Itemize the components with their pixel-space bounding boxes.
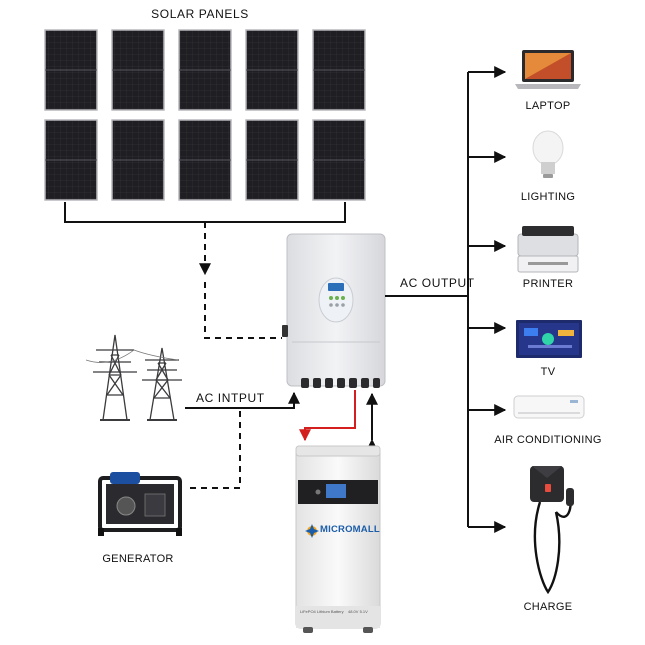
ac-input-line xyxy=(185,391,300,409)
generator-line xyxy=(190,410,241,489)
power-tower-icon xyxy=(93,334,137,421)
tv-icon xyxy=(516,320,582,358)
output-label-charge: CHARGE xyxy=(523,601,573,613)
battery-panel-text: LiFePO4 Lithium Battery xyxy=(300,609,344,614)
ac-output-label: AC OUTPUT xyxy=(400,276,475,290)
output-label-air-conditioning: AIR CONDITIONING xyxy=(494,434,602,446)
generator-icon xyxy=(98,472,182,536)
battery-brand-label: MICROMALL xyxy=(320,524,380,535)
solar-to-inverter-line-2 xyxy=(204,282,282,339)
hybrid-inverter xyxy=(282,233,386,388)
battery-dc-line xyxy=(299,390,356,442)
output-label-tv: TV xyxy=(540,366,556,378)
solar-panel xyxy=(111,29,165,111)
output-label-lighting: LIGHTING xyxy=(520,191,576,203)
generator-label: GENERATOR xyxy=(102,553,174,565)
output-label-laptop: LAPTOP xyxy=(525,100,571,112)
solar-panel xyxy=(178,119,232,201)
printer-icon xyxy=(517,226,579,273)
light-bulb-icon xyxy=(532,130,564,178)
solar-panels-label: SOLAR PANELS xyxy=(151,7,249,21)
ev-charger-icon xyxy=(530,466,574,595)
solar-panel xyxy=(245,119,299,201)
solar-bus-line xyxy=(64,202,346,223)
output-label-printer: PRINTER xyxy=(522,278,574,290)
ac-input-label: AC INTPUT xyxy=(196,391,265,405)
solar-panel xyxy=(44,29,98,111)
solar-panel-array xyxy=(44,29,366,201)
power-tower-icon-2 xyxy=(142,347,182,421)
solar-panel xyxy=(178,29,232,111)
air-conditioner-icon xyxy=(513,395,585,419)
solar-panel xyxy=(44,119,98,201)
solar-panel xyxy=(111,119,165,201)
solar-panel xyxy=(312,119,366,201)
laptop-icon xyxy=(515,50,581,89)
solar-panel xyxy=(245,29,299,111)
solar-panel xyxy=(312,29,366,111)
battery-unit xyxy=(295,445,381,633)
battery-spec-text: 48.0V 5.1V xyxy=(348,609,368,614)
